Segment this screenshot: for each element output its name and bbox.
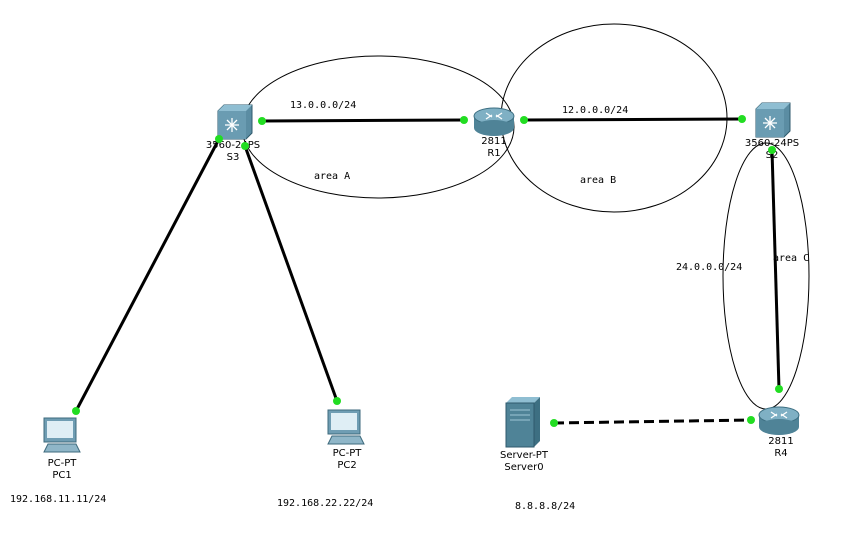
port-light bbox=[215, 135, 223, 143]
server0-name-label: Server0 bbox=[504, 462, 543, 473]
s2-model-label: 3560-24PS bbox=[745, 138, 799, 149]
r4-name-label: R4 bbox=[774, 448, 787, 459]
link-server0-r4[interactable] bbox=[553, 418, 752, 425]
port-light bbox=[768, 146, 776, 154]
network-label-r1-s2: 12.0.0.0/24 bbox=[562, 105, 628, 116]
r1-name-label: R1 bbox=[487, 148, 500, 159]
port-light bbox=[258, 117, 266, 125]
port-lights bbox=[72, 115, 783, 427]
switch-s3[interactable] bbox=[217, 104, 253, 140]
pc2-address-label: 192.168.22.22/24 bbox=[277, 498, 373, 509]
pc1-model-label: PC-PT bbox=[48, 458, 78, 469]
router-r1[interactable] bbox=[473, 107, 515, 136]
port-light bbox=[520, 116, 528, 124]
s2-name-label: S2 bbox=[766, 150, 779, 161]
link-s2-r4[interactable] bbox=[770, 149, 781, 390]
port-light bbox=[241, 142, 249, 150]
s3-name-label: S3 bbox=[227, 152, 240, 163]
server0-address-label: 8.8.8.8/24 bbox=[515, 501, 575, 512]
area-a-ellipse bbox=[241, 55, 515, 199]
port-light bbox=[550, 419, 558, 427]
area-c-ellipse bbox=[722, 142, 810, 410]
port-light bbox=[72, 407, 80, 415]
r1-model-label: 2811 bbox=[481, 136, 506, 147]
pc-pc2[interactable] bbox=[327, 409, 365, 445]
link-s3-r1[interactable] bbox=[261, 118, 465, 123]
port-light bbox=[775, 385, 783, 393]
router-r4[interactable] bbox=[758, 406, 800, 435]
pc2-name-label: PC2 bbox=[337, 460, 356, 471]
port-light bbox=[738, 115, 746, 123]
pc1-name-label: PC1 bbox=[52, 470, 71, 481]
area-a-label: area A bbox=[314, 171, 350, 182]
area-b-label: area B bbox=[580, 175, 616, 186]
server-server0[interactable] bbox=[505, 397, 540, 448]
r4-model-label: 2811 bbox=[768, 436, 793, 447]
port-light bbox=[460, 116, 468, 124]
pc-pc1[interactable] bbox=[43, 417, 81, 453]
switch-s2[interactable] bbox=[755, 102, 791, 138]
pc1-address-label: 192.168.11.11/24 bbox=[10, 494, 106, 505]
s3-model-label: 3560-24PS bbox=[206, 140, 260, 151]
port-light bbox=[747, 416, 755, 424]
network-label-s2-r4: 24.0.0.0/24 bbox=[676, 262, 742, 273]
area-c-label: area C bbox=[773, 253, 809, 264]
link-s3-pc1[interactable] bbox=[74, 138, 221, 412]
network-label-s3-r1: 13.0.0.0/24 bbox=[290, 100, 356, 111]
link-s3-pc2[interactable] bbox=[243, 145, 339, 402]
link-r1-s2[interactable] bbox=[523, 117, 743, 122]
server0-model-label: Server-PT bbox=[500, 450, 549, 461]
pc2-model-label: PC-PT bbox=[333, 448, 363, 459]
port-light bbox=[333, 397, 341, 405]
